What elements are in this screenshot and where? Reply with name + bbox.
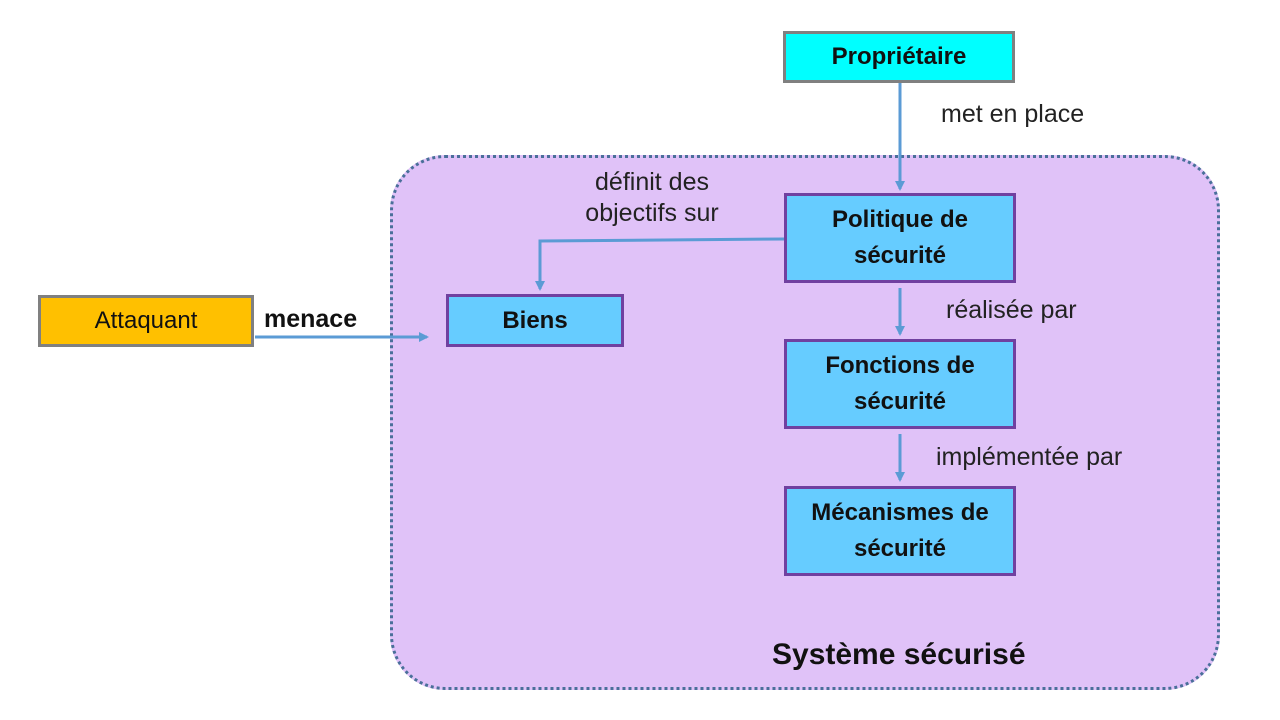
node-fonctions: Fonctions de sécurité: [784, 339, 1016, 429]
node-attaquant: Attaquant: [38, 295, 254, 347]
node-proprietaire: Propriétaire: [783, 31, 1015, 83]
arrow-policy-to-assets: [535, 237, 785, 291]
label-menace: menace: [264, 305, 358, 333]
node-mecanismes: Mécanismes de sécurité: [784, 486, 1016, 576]
label-definit-line1: définit des: [595, 168, 709, 196]
node-biens: Biens: [446, 294, 624, 347]
label-met-en-place: met en place: [941, 100, 1085, 128]
label-realisee-par: réalisée par: [946, 296, 1077, 324]
label-definit-objectifs: définit des objectifs sur: [572, 167, 732, 230]
region-title: Système sécurisé: [772, 638, 1026, 671]
label-definit-line2: objectifs sur: [585, 199, 719, 228]
label-implementee-par: implémentée par: [936, 443, 1123, 471]
node-politique: Politique de sécurité: [784, 193, 1016, 283]
